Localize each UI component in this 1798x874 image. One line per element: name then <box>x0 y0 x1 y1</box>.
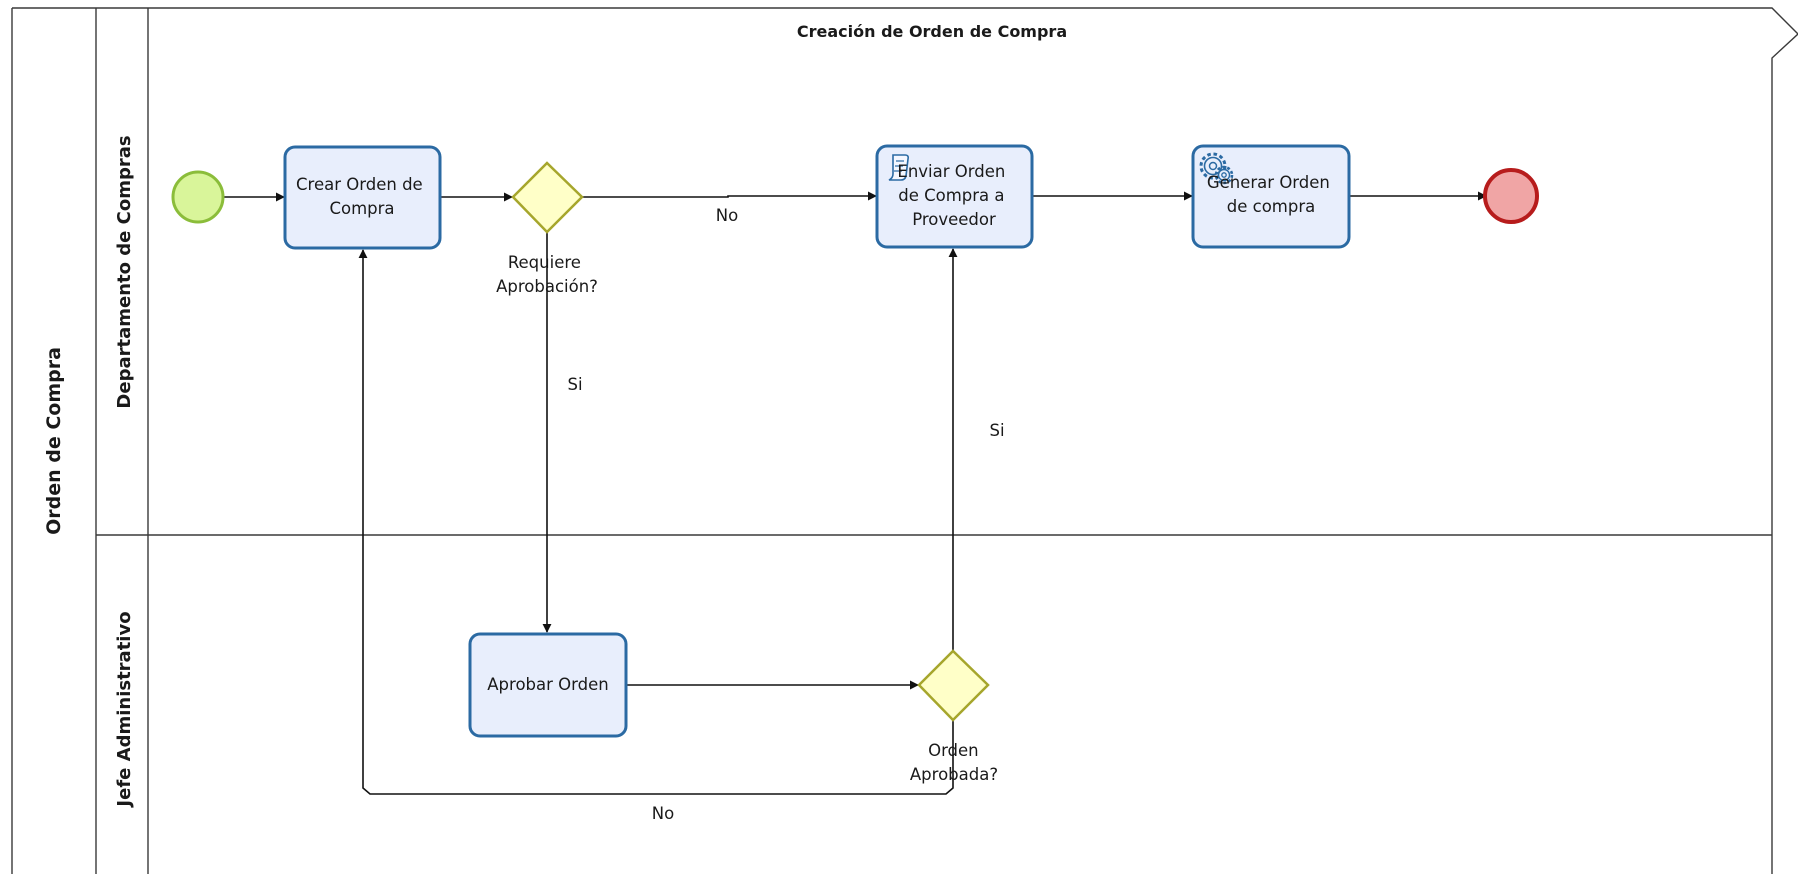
gateway-requiere-aprobacion-line-1: Requiere <box>508 253 581 272</box>
lane-label-jefe-administrativo: Jefe Administrativo <box>114 611 135 808</box>
flow-label-no-enviar: No <box>716 206 738 225</box>
gateway-orden-aprobada-line-2: Aprobada? <box>910 765 998 784</box>
flow-label-si-enviar: Si <box>989 421 1004 440</box>
svg-text:Enviar Orden de Compra a: Enviar Orden de Compra a Proveedor <box>897 162 1010 229</box>
svg-text:Generar Orden de compra: Generar Orden de compra <box>1207 173 1335 216</box>
flow-gateway-no-to-enviar <box>582 191 877 201</box>
task-enviar-orden-line-2: de Compra a <box>898 186 1004 205</box>
task-crear-orden-line-1: Crear Orden de <box>296 175 423 194</box>
svg-text:Aprobar Orden: Aprobar Orden <box>487 675 608 694</box>
gateway-orden-aprobada-line-1: Orden <box>928 741 979 760</box>
gateway-requiere-aprobacion-label: Requiere Aprobación? <box>496 253 598 296</box>
lane-label-departamento-compras: Departamento de Compras <box>114 135 135 408</box>
sequence-flows <box>224 191 1487 795</box>
pool-label: Orden de Compra <box>43 347 65 535</box>
task-aprobar-orden-line-1: Aprobar Orden <box>487 675 608 694</box>
flow-label-si-aprobar: Si <box>567 375 582 394</box>
task-crear-orden[interactable]: Crear Orden de Compra <box>283 145 442 250</box>
pool: Creación de Orden de Compra Orden de Com… <box>11 7 1798 874</box>
gateway-orden-aprobada[interactable] <box>917 649 990 722</box>
svg-text:Crear Orden de Compra: Crear Orden de Compra <box>296 175 428 218</box>
task-crear-orden-line-2: Compra <box>329 199 394 218</box>
task-generar-orden-line-2: de compra <box>1227 197 1315 216</box>
start-event[interactable] <box>171 170 225 224</box>
task-generar-orden[interactable]: Generar Orden de compra <box>1191 144 1351 249</box>
task-enviar-orden-line-3: Proveedor <box>912 210 996 229</box>
gateway-orden-aprobada-label: Orden Aprobada? <box>910 741 998 784</box>
task-enviar-orden-line-1: Enviar Orden <box>897 162 1005 181</box>
task-enviar-orden[interactable]: Enviar Orden de Compra a Proveedor <box>875 144 1034 249</box>
end-event[interactable] <box>1483 168 1539 224</box>
diagram-title: Creación de Orden de Compra <box>797 22 1067 41</box>
gateway-requiere-aprobacion[interactable] <box>511 161 584 234</box>
task-aprobar-orden[interactable]: Aprobar Orden <box>468 632 628 738</box>
gear-icon <box>1199 152 1234 185</box>
script-icon <box>888 154 909 181</box>
flow-gateway-no-to-crear <box>358 249 954 795</box>
gateway-requiere-aprobacion-line-2: Aprobación? <box>496 277 598 296</box>
flow-label-no-rechazo: No <box>652 804 674 823</box>
task-generar-orden-line-1: Generar Orden <box>1207 173 1330 192</box>
